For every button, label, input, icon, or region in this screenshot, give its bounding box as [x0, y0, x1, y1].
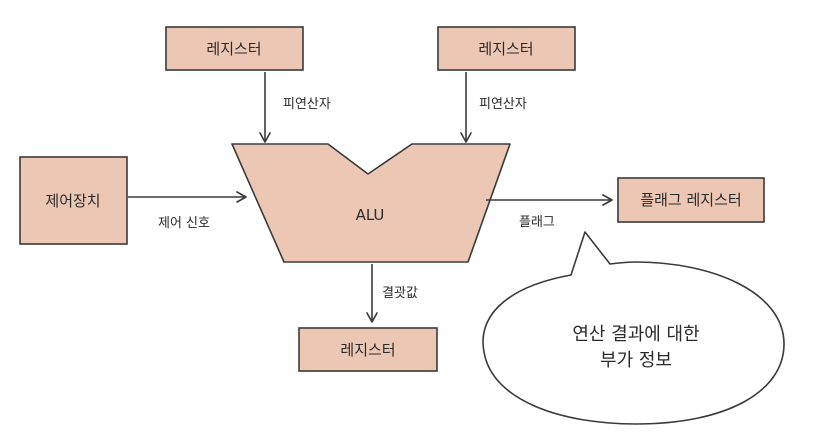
- control-signal-label: 제어 신호: [158, 216, 210, 231]
- flag-label: 플래그: [519, 215, 555, 230]
- register-box-bottom: 레지스터: [298, 327, 438, 372]
- control-unit-label: 제어장치: [45, 192, 100, 210]
- register-top-right-label: 레지스터: [478, 40, 533, 58]
- flag-info-callout: 연산 결과에 대한 부가 정보: [482, 231, 785, 425]
- callout-line-2: 부가 정보: [600, 350, 672, 371]
- result-label: 결괏값: [382, 286, 418, 301]
- flag-register-box: 플래그 레지스터: [617, 177, 765, 223]
- alu-label: ALU: [356, 206, 385, 224]
- register-box-top-right: 레지스터: [437, 26, 576, 71]
- operand-label-right: 피연산자: [479, 97, 527, 112]
- flag-register-label: 플래그 레지스터: [640, 191, 741, 209]
- callout-line-1: 연산 결과에 대한: [572, 324, 699, 345]
- control-unit-box: 제어장치: [19, 156, 128, 245]
- register-top-left-label: 레지스터: [206, 40, 261, 58]
- register-box-top-left: 레지스터: [165, 26, 304, 71]
- alu-block: ALU: [231, 143, 511, 263]
- operand-label-left: 피연산자: [283, 97, 331, 112]
- register-bottom-label: 레지스터: [340, 341, 395, 359]
